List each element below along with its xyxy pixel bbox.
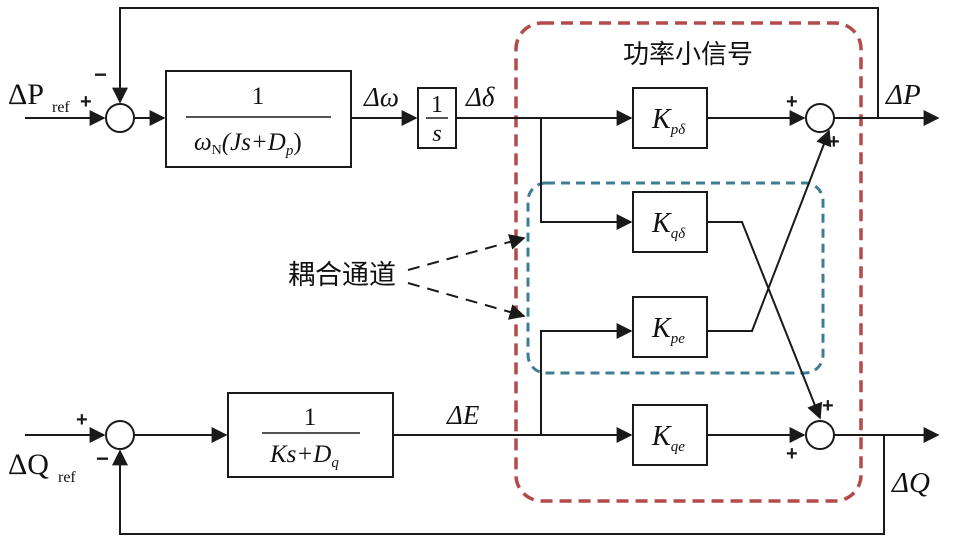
k-qdelta-label: Kqδ	[651, 208, 686, 242]
dq-ref-subscript: ref	[58, 469, 76, 486]
volt-denominator: Ks+Dq	[269, 441, 339, 471]
sum-junction-p	[805, 103, 835, 133]
dp-ref-label: ΔP	[8, 78, 44, 111]
sign-sum-q-top: +	[822, 395, 834, 417]
sign-sum-q-left: +	[786, 443, 798, 465]
sum-junction-q	[805, 420, 835, 450]
coupling-channel-region	[526, 181, 825, 375]
de-label: ΔE	[446, 400, 480, 430]
sign-top-plus: +	[80, 91, 92, 113]
de-branch-wire	[540, 323, 633, 435]
k-qe-label: Kqe	[651, 421, 685, 455]
k-pe-block	[632, 296, 708, 358]
small-signal-label: 功率小信号	[623, 40, 753, 70]
sum-junction-bottom	[105, 420, 135, 450]
qdelta-cross-wire	[707, 221, 823, 420]
pe-cross-wire	[707, 129, 832, 332]
k-pdelta-block	[632, 87, 708, 149]
dp-feedback-wire	[112, 7, 879, 118]
volt-numerator: 1	[304, 404, 317, 431]
sum-junction-top	[105, 103, 135, 133]
integrator-denominator: s	[432, 121, 441, 147]
ddelta-branch-wire	[540, 118, 633, 230]
k-qe-block	[632, 404, 708, 466]
coupling-channel-label: 耦合通道	[288, 260, 396, 291]
dp-ref-subscript: ref	[52, 99, 70, 116]
k-pdelta-label: Kpδ	[651, 104, 686, 138]
swing-block	[165, 70, 352, 168]
dp-out-label: ΔP	[885, 79, 921, 111]
sign-top-minus: −	[94, 62, 107, 87]
k-qdelta-block	[632, 191, 708, 253]
sign-sum-p-left: +	[786, 91, 798, 113]
ddelta-label: Δδ	[465, 82, 495, 112]
coupling-arrow-upper	[407, 234, 526, 271]
swing-numerator: 1	[252, 83, 265, 110]
dq-ref-label: ΔQ	[8, 448, 49, 481]
dq-feedback-wire	[112, 435, 885, 535]
k-pe-label: Kpe	[651, 313, 685, 347]
sign-bottom-plus: +	[76, 409, 88, 431]
domega-label: Δω	[363, 82, 399, 112]
integrator-numerator: 1	[431, 92, 443, 118]
coupling-arrow-lower	[407, 282, 526, 320]
sign-bottom-minus: −	[96, 446, 109, 471]
swing-denominator: ωN(Js+Dp)	[194, 129, 302, 159]
sign-sum-p-bottom: +	[828, 131, 840, 153]
dq-out-label: ΔQ	[891, 467, 930, 499]
